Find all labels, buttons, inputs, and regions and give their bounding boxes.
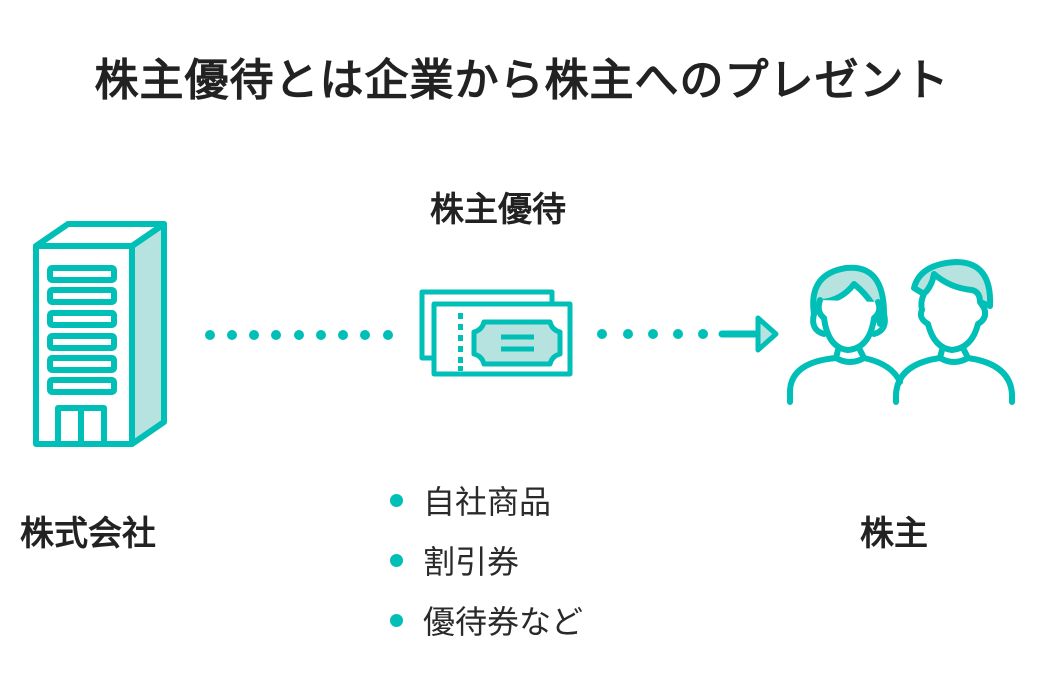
bullet-icon [390,493,403,507]
bullet-icon [390,553,403,567]
list-item: 優待券など [388,590,583,650]
list-item-text: 割引券 [423,543,520,581]
list-item-text: 優待券など [423,603,584,641]
shareholder-label: 株主 [860,514,928,554]
perk-label: 株主優待 [430,190,566,230]
dotted-arrow-icon [597,315,779,353]
list-item: 自社商品 [388,470,583,530]
ticket-icon [419,289,573,377]
company-label: 株式会社 [20,514,156,554]
office-building-icon [33,221,167,447]
list-item: 割引券 [388,530,583,590]
perk-examples-list: 自社商品 割引券 優待券など [388,470,583,650]
dotted-line-left [205,330,393,340]
list-item-text: 自社商品 [423,483,552,521]
people-icon [787,259,1015,405]
page-title: 株主優待とは企業から株主へのプレゼント [94,55,950,106]
bullet-icon [390,613,403,627]
